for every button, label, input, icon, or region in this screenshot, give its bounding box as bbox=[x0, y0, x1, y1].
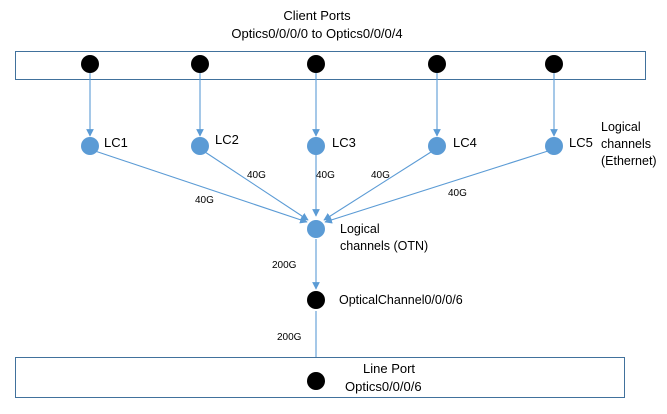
client-ports-box bbox=[15, 51, 646, 80]
line-port-box bbox=[15, 357, 625, 398]
arrow-lc4-otn bbox=[323, 151, 432, 221]
lc-to-otn-arrows bbox=[94, 150, 549, 224]
ethernet-desc-line3: (Ethernet) bbox=[601, 154, 657, 168]
lc5-label: LC5 bbox=[569, 135, 593, 150]
lc5-bandwidth-label: 40G bbox=[448, 188, 467, 199]
lc4-label: LC4 bbox=[453, 135, 477, 150]
lc-nodes bbox=[81, 137, 563, 155]
line-port-title: Line Port bbox=[363, 361, 415, 376]
otn-label-line2: channels (OTN) bbox=[340, 239, 428, 253]
lc3-node bbox=[307, 137, 325, 155]
arrow-lc5-otn bbox=[324, 150, 549, 224]
optical-channel-node bbox=[307, 291, 325, 309]
otn-label-line1: Logical bbox=[340, 222, 380, 236]
lc2-label: LC2 bbox=[215, 132, 239, 147]
ethernet-desc-line2: channels bbox=[601, 137, 651, 151]
lc3-label: LC3 bbox=[332, 135, 356, 150]
lc4-node bbox=[428, 137, 446, 155]
client-port-node bbox=[428, 55, 446, 73]
lc2-bandwidth-label: 40G bbox=[247, 170, 266, 181]
arrow-lc1-otn bbox=[94, 150, 308, 224]
lc1-label: LC1 bbox=[104, 135, 128, 150]
lc5-node bbox=[545, 137, 563, 155]
client-port-node bbox=[81, 55, 99, 73]
client-port-nodes bbox=[81, 55, 563, 73]
otn-bandwidth-label: 200G bbox=[272, 260, 297, 271]
client-port-node bbox=[191, 55, 209, 73]
client-port-node bbox=[307, 55, 325, 73]
client-port-node bbox=[545, 55, 563, 73]
client-to-lc-arrows bbox=[86, 72, 558, 137]
lc2-node bbox=[191, 137, 209, 155]
lc3-bandwidth-label: 40G bbox=[316, 170, 335, 181]
line-port-name: Optics0/0/0/6 bbox=[345, 379, 422, 394]
client-ports-title: Client Ports bbox=[283, 8, 351, 23]
otn-node bbox=[307, 220, 325, 238]
ethernet-desc-line1: Logical bbox=[601, 120, 641, 134]
line-port-node bbox=[307, 372, 325, 390]
lc1-node bbox=[81, 137, 99, 155]
arrow-lc2-otn bbox=[204, 151, 309, 221]
optical-channel-label: OpticalChannel0/0/0/6 bbox=[339, 293, 463, 307]
optical-channel-bandwidth-label: 200G bbox=[277, 332, 302, 343]
lc1-bandwidth-label: 40G bbox=[195, 195, 214, 206]
client-ports-range: Optics0/0/0/0 to Optics0/0/0/4 bbox=[231, 26, 402, 41]
lc4-bandwidth-label: 40G bbox=[371, 170, 390, 181]
